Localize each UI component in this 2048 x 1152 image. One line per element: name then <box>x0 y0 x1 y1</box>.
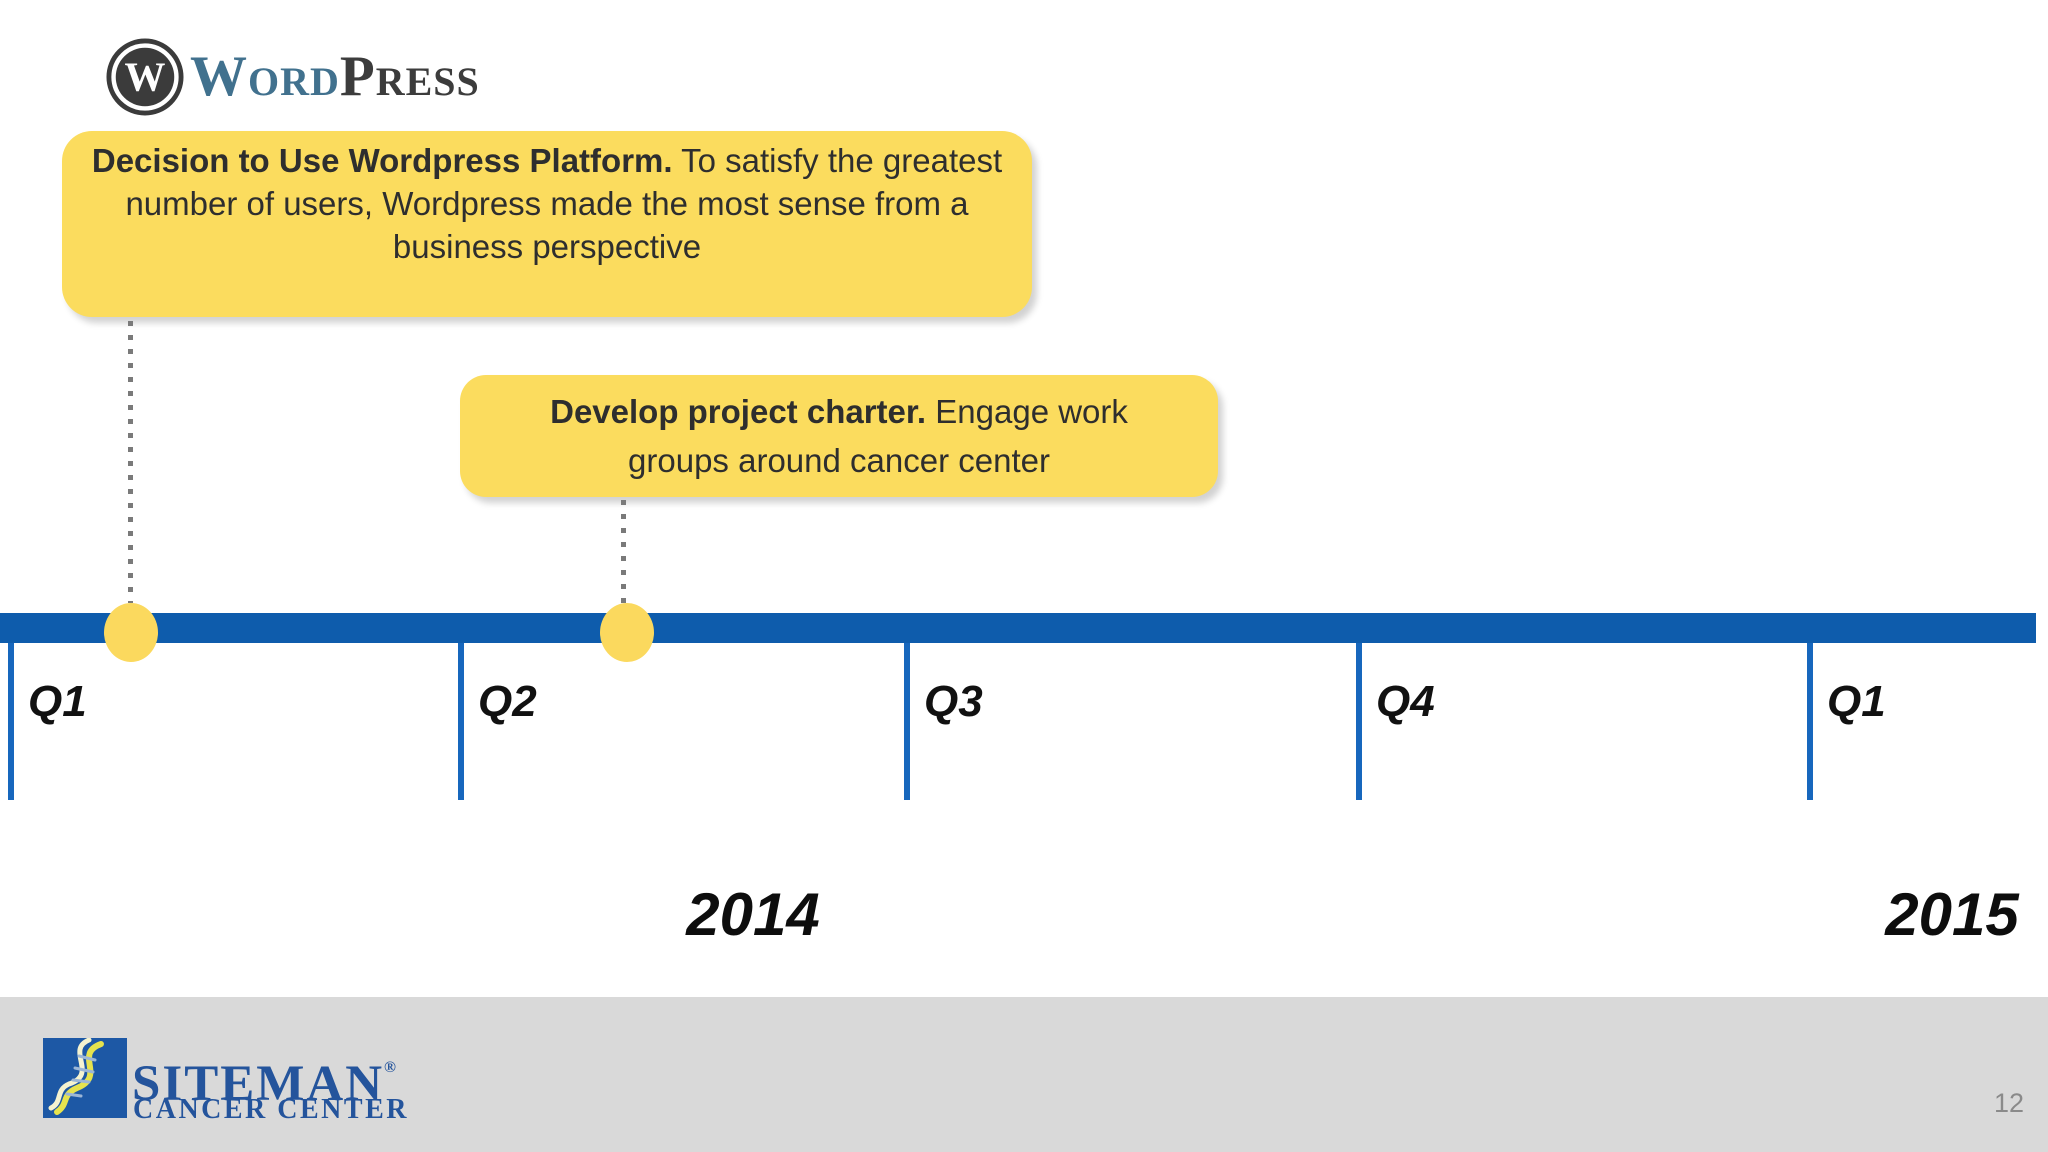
page-number: 12 <box>1993 1088 2024 1118</box>
year-label-2014: 2014 <box>686 881 820 948</box>
year-label-2015: 2015 <box>1885 881 2019 948</box>
siteman-text: SITEMAN <box>132 1056 385 1112</box>
quarter-label: Q3 <box>924 677 983 726</box>
quarter-label: Q1 <box>1827 677 1886 726</box>
callout-title: Develop project charter. <box>550 393 927 430</box>
timeline-tick: Q1 <box>1807 643 1886 800</box>
wordpress-icon: W <box>106 38 184 116</box>
timeline-tick: Q3 <box>904 643 983 800</box>
timeline-marker-q1 <box>104 603 158 662</box>
slide-footer: SITEMAN® CANCER CENTER 12 <box>0 997 2048 1152</box>
callout-project-charter: Develop project charter. Engage work gro… <box>460 375 1218 497</box>
callout-body: To satisfy the greatest number of users,… <box>125 142 1003 265</box>
timeline-marker-q2 <box>600 603 654 662</box>
dna-helix-icon <box>43 1038 127 1118</box>
timeline-tick: Q4 <box>1356 643 1435 800</box>
siteman-logo-subtitle: CANCER CENTER <box>133 1094 409 1125</box>
connector-dotted-line <box>128 321 133 603</box>
callout-title: Decision to Use Wordpress Platform. <box>91 142 673 179</box>
quarter-label: Q1 <box>28 677 87 726</box>
siteman-logo-name: SITEMAN® <box>132 1043 396 1112</box>
timeline-tick: Q2 <box>458 643 537 800</box>
callout-wordpress-decision: Decision to Use Wordpress Platform. To s… <box>62 131 1032 317</box>
connector-dotted-line <box>621 500 626 603</box>
svg-text:W: W <box>125 55 166 100</box>
quarter-label: Q4 <box>1376 677 1435 726</box>
quarter-label: Q2 <box>478 677 537 726</box>
callout-body: Engage work groups around cancer center <box>628 393 1128 479</box>
wordpress-wordmark: WordPress <box>190 42 480 112</box>
wordpress-word-text: Word <box>190 45 340 108</box>
wordpress-press-text: Press <box>339 45 480 108</box>
timeline-tick: Q1 <box>8 643 87 800</box>
registered-mark: ® <box>384 1059 396 1076</box>
timeline-bar <box>0 613 2036 643</box>
